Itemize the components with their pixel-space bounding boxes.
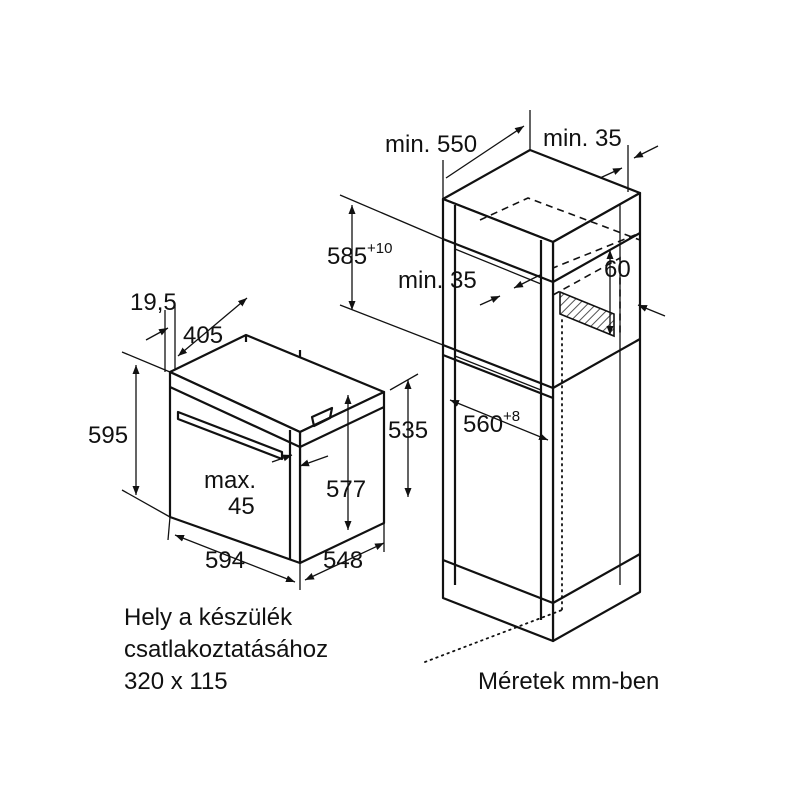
label-45: 45 — [228, 493, 255, 520]
cabinet-bottom-shelf — [442, 553, 641, 605]
label-19-5: 19,5 — [130, 289, 177, 316]
cabinet-hidden-top — [479, 197, 641, 241]
oven-control-strip — [169, 386, 385, 449]
cabinet-hidden-niche — [552, 338, 641, 389]
dim-line-548 — [304, 542, 385, 581]
label-405: 405 — [183, 322, 223, 349]
label-min550: min. 550 — [385, 131, 477, 158]
ext-595-top — [121, 351, 171, 373]
dim-line-min35-vent — [479, 295, 501, 306]
ext-595-bottom — [121, 489, 171, 518]
label-min35-top: min. 35 — [543, 125, 622, 152]
label-595: 595 — [88, 422, 128, 449]
dim-line-60-side — [637, 304, 666, 317]
label-max: max. — [204, 467, 256, 494]
ext-535-top — [389, 373, 419, 391]
ext-594-left — [167, 516, 171, 541]
label-60: 60 — [604, 256, 631, 283]
ext-585-bottom — [339, 304, 444, 346]
dim-line-19-5 — [145, 327, 169, 341]
label-535: 535 — [388, 417, 428, 444]
dim-line-min550 — [445, 125, 525, 179]
label-585: 585+10 — [327, 240, 393, 270]
label-594: 594 — [205, 547, 245, 574]
dim-line-405 — [177, 297, 248, 357]
label-min35-vent: min. 35 — [398, 267, 477, 294]
dim-line-min35-top — [599, 167, 623, 179]
dim-line-594 — [174, 534, 296, 583]
note-connection-line3: 320 x 115 — [124, 668, 228, 695]
oven-side-clip — [310, 406, 334, 428]
cabinet-hidden-back — [552, 256, 621, 335]
dimension-lines — [121, 110, 666, 590]
note-connection-line2: csatlakoztatásához — [124, 636, 328, 663]
dim-line-min35-vent-b — [513, 274, 541, 289]
cabinet-niche-top — [442, 353, 554, 400]
note-connection-line1: Hely a készülék — [124, 604, 293, 631]
ext-585-top — [339, 194, 444, 240]
cabinet-niche-shelf-inner — [454, 355, 542, 391]
dim-line-max45b — [299, 455, 329, 467]
cabinet-hidden-upper — [552, 232, 641, 282]
note-units: Méretek mm-ben — [478, 668, 659, 695]
vent-cutout — [559, 290, 615, 338]
dim-line-max45 — [271, 454, 293, 463]
dim-line-560 — [449, 399, 549, 441]
label-548: 548 — [323, 547, 363, 574]
label-560: 560+8 — [463, 408, 520, 438]
connection-leader — [424, 609, 563, 663]
dimension-labels: 595 594 548 535 577 19,5 405 max. 45 min… — [88, 125, 631, 574]
cabinet-drawing — [441, 148, 642, 643]
oven-drawing — [168, 333, 386, 565]
dim-line-min35-top-b — [633, 145, 659, 159]
notes: Hely a készülék csatlakoztatásához 320 x… — [124, 604, 659, 695]
cabinet-upper-shelf-inner — [454, 248, 542, 285]
label-577: 577 — [326, 476, 366, 503]
